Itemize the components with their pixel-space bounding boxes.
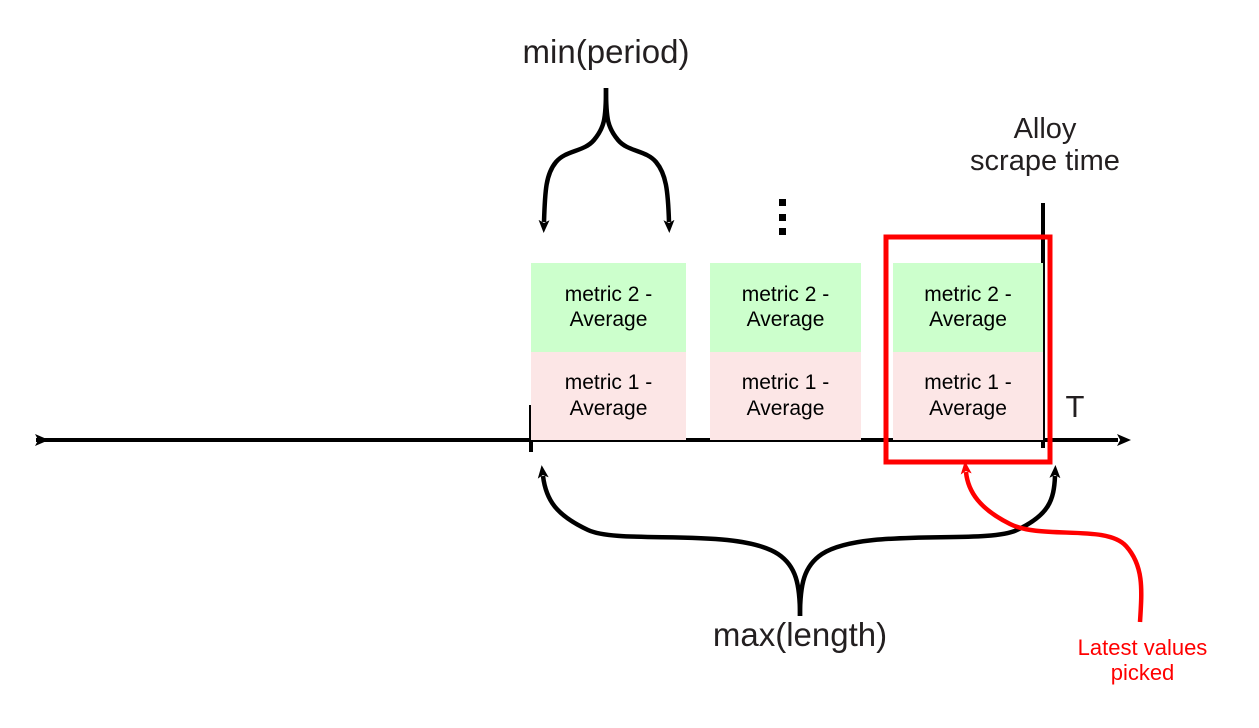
ellipsis-dot	[778, 228, 786, 235]
min-period-brace	[538, 87, 675, 233]
metric-2-average-segment: metric 2 - Average	[710, 263, 861, 352]
alloy-scrape-time-line-2: scrape time	[970, 145, 1120, 178]
max-length-label: max(length)	[712, 616, 888, 653]
metric-2-average-segment: metric 2 - Average	[531, 263, 686, 352]
latest-values-line-1: Latest values	[1077, 635, 1208, 660]
metric-1-average-segment: metric 1 - Average	[531, 351, 686, 440]
metric-bucket-3-latest: metric 2 - Average metric 1 - Average	[893, 263, 1043, 440]
latest-values-line-2: picked	[1110, 659, 1175, 685]
min-period-label: min(period)	[522, 33, 690, 70]
metric-1-average-segment: metric 1 - Average	[710, 351, 861, 440]
ellipsis-dot	[778, 199, 786, 206]
time-axis-label: T	[1065, 389, 1085, 424]
ellipsis-icon	[776, 199, 788, 235]
metric-1-average-segment: metric 1 - Average	[893, 351, 1043, 440]
metric-bucket-2: metric 2 - Average metric 1 - Average	[710, 263, 861, 440]
alloy-scrape-time-line-1: Alloy	[1013, 113, 1077, 145]
metric-2-average-segment: metric 2 - Average	[893, 263, 1043, 352]
metric-bucket-1: metric 2 - Average metric 1 - Average	[531, 263, 686, 440]
max-length-brace	[537, 465, 1061, 617]
latest-values-arrow	[960, 461, 1144, 623]
ellipsis-dot	[778, 213, 786, 221]
